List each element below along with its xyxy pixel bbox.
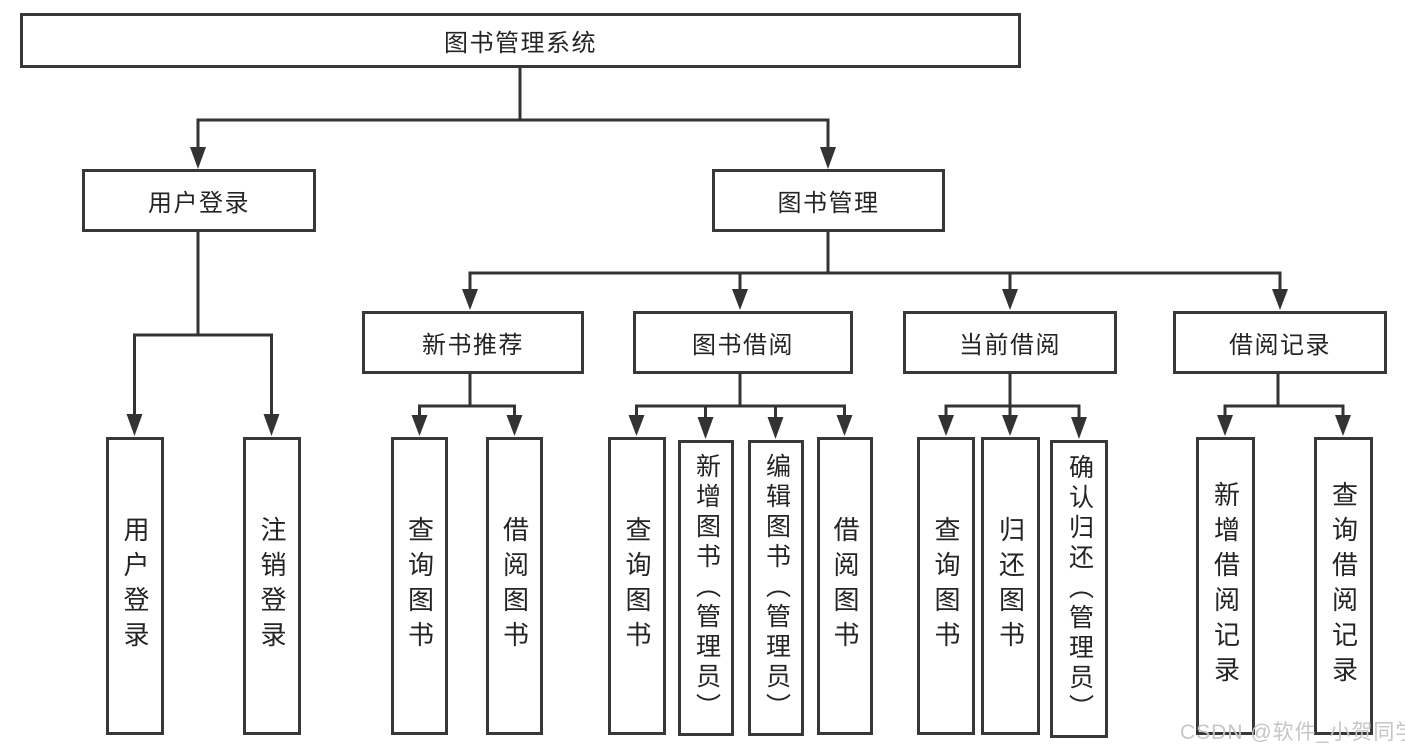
arrowhead-icon (732, 289, 748, 310)
leaf-user-login: 用户登录 (106, 437, 164, 735)
leaf-query-books-borrow-label: 查询图书 (622, 516, 652, 656)
connector-user-login-children (126, 231, 280, 436)
leaf-add-books-admin-label: 新增图书（管理员） (692, 453, 721, 723)
leaf-confirm-return-admin: 确认归还（管理员） (1050, 440, 1108, 738)
leaf-logout: 注销登录 (243, 437, 301, 735)
connector-borrow-records-children (1217, 373, 1351, 436)
arrowhead-icon (1217, 415, 1233, 436)
arrowhead-icon (126, 414, 143, 436)
node-book-borrowing: 图书借阅 (633, 311, 853, 374)
leaf-edit-books-admin-label: 编辑图书（管理员） (762, 453, 791, 723)
leaf-query-borrow-record: 查询借阅记录 (1314, 437, 1373, 735)
connector-new-book-children (411, 373, 523, 436)
leaf-return-books-label: 归还图书 (995, 516, 1026, 656)
arrowhead-icon (767, 417, 784, 439)
arrowhead-icon (1335, 415, 1351, 436)
connector-current-borrow-children (938, 373, 1087, 439)
arrowhead-icon (938, 415, 954, 436)
leaf-user-login-label: 用户登录 (120, 516, 150, 656)
node-new-book-recommend: 新书推荐 (362, 311, 584, 374)
leaf-query-books-recommend-label: 查询图书 (404, 516, 435, 656)
leaf-query-borrow-record-label: 查询借阅记录 (1328, 481, 1359, 691)
leaf-borrow-books: 借阅图书 (817, 437, 873, 735)
node-current-borrowing: 当前借阅 (903, 311, 1117, 374)
leaf-return-books: 归还图书 (981, 437, 1040, 735)
arrowhead-icon (506, 415, 523, 436)
leaf-edit-books-admin: 编辑图书（管理员） (748, 440, 804, 736)
arrowhead-icon (1071, 417, 1087, 439)
node-library-management-system: 图书管理系统 (20, 13, 1021, 68)
leaf-add-borrow-record: 新增借阅记录 (1196, 437, 1255, 735)
arrowhead-icon (411, 415, 428, 436)
leaf-borrow-books-recommend: 借阅图书 (486, 437, 543, 735)
leaf-add-borrow-record-label: 新增借阅记录 (1210, 481, 1241, 691)
leaf-query-books-recommend: 查询图书 (391, 437, 448, 735)
leaf-query-books-borrow: 查询图书 (608, 437, 666, 735)
arrowhead-icon (628, 415, 645, 436)
arrowhead-icon (462, 289, 478, 310)
connector-root-to-level2 (190, 67, 836, 169)
arrowhead-icon (190, 147, 206, 169)
arrowhead-icon (1272, 289, 1288, 310)
arrowhead-icon (263, 414, 280, 436)
leaf-query-books-current: 查询图书 (917, 437, 975, 735)
node-borrowing-records: 借阅记录 (1173, 311, 1387, 374)
arrowhead-icon (1002, 415, 1018, 436)
arrowhead-icon (1002, 289, 1018, 310)
leaf-borrow-books-recommend-label: 借阅图书 (499, 516, 530, 656)
leaf-query-books-current-label: 查询图书 (931, 516, 961, 656)
arrowhead-icon (820, 147, 836, 169)
node-user-login: 用户登录 (82, 169, 316, 232)
leaf-add-books-admin: 新增图书（管理员） (678, 440, 734, 736)
leaf-borrow-books-label: 借阅图书 (830, 516, 860, 656)
watermark: CSDN @软件_小贺同学 (1180, 721, 1405, 744)
connector-book-borrow-children (628, 373, 853, 439)
leaf-logout-label: 注销登录 (257, 516, 287, 656)
leaf-confirm-return-admin-label: 确认归还（管理员） (1065, 454, 1094, 724)
arrowhead-icon (836, 415, 853, 436)
arrowhead-icon (697, 417, 714, 439)
node-book-management: 图书管理 (712, 169, 945, 232)
connector-book-mgmt-to-level3 (462, 231, 1288, 310)
